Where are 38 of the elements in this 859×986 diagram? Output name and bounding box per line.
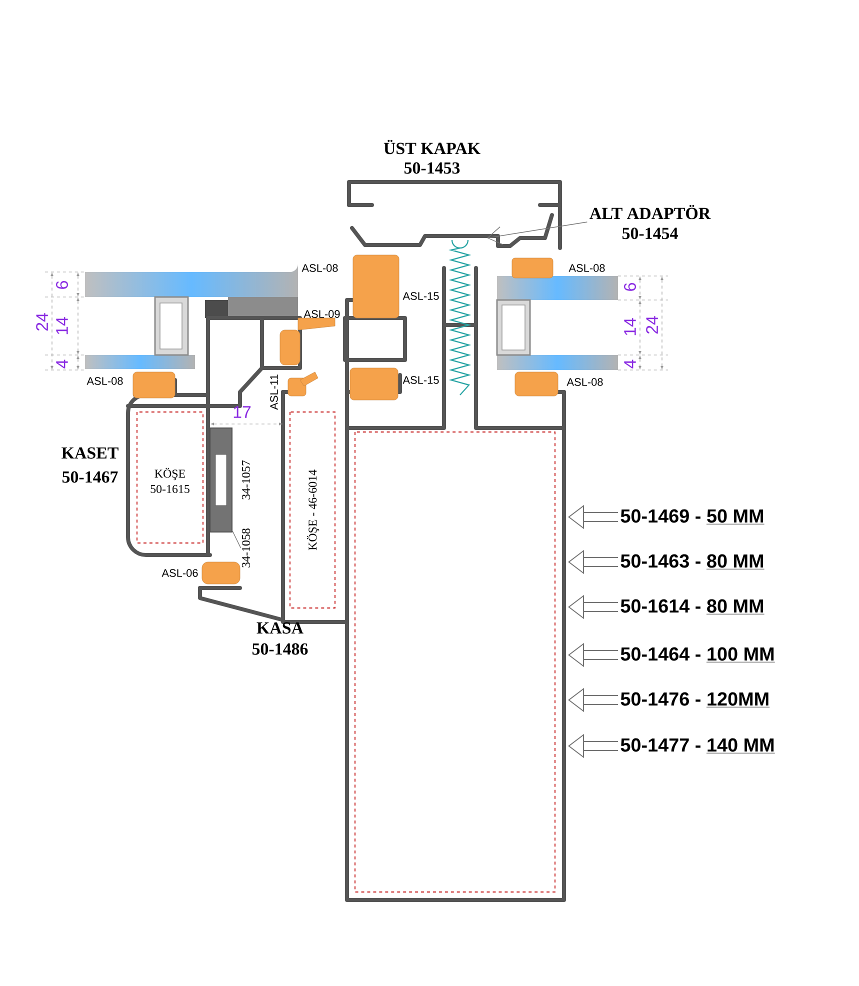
part-label: 50-1467: [62, 471, 118, 483]
dimension-value: 6: [56, 281, 68, 289]
gasket-label: ASL-11: [270, 374, 278, 410]
gasket-label: ASL-08: [302, 264, 338, 272]
dimension-value: 24: [36, 313, 48, 331]
part-label: 50-1615: [150, 484, 190, 494]
size-label: 50-1464 - 100 MM: [620, 647, 776, 662]
part-label: 50-1453: [404, 162, 460, 174]
part-label: KÖŞE: [154, 468, 185, 480]
gasket-label: ASL-08: [568, 264, 605, 272]
part-label: KÖŞE - 46-6014: [306, 470, 320, 550]
part-label: KASET: [62, 447, 118, 459]
gasket-label: ASL-15: [402, 376, 439, 384]
dimension-value: 6: [624, 283, 636, 291]
callout-label: ALT ADAPTÖR 50-1454: [590, 204, 711, 240]
size-label: 50-1476 - 120MM: [620, 692, 770, 708]
part-label: ÜST KAPAK: [384, 140, 480, 154]
size-label: 50-1463 - 80 MM: [620, 554, 765, 570]
gasket-label: ASL-08: [566, 378, 603, 386]
leader-line: [487, 222, 588, 245]
part-label: KASA: [256, 622, 304, 634]
dimension-value: 14: [56, 317, 68, 334]
size-label: 50-1477 - 140 MM: [620, 738, 776, 754]
part-label: 50-1486: [252, 643, 308, 655]
size-label: 50-1614 - 80 MM: [620, 599, 765, 614]
dimension-value: 24: [646, 316, 658, 334]
dimension-value: 14: [624, 318, 636, 336]
dimension-value: 17: [234, 406, 251, 418]
gasket-label: ASL-15: [402, 292, 439, 300]
size-label: 50-1469 - 50 MM: [620, 509, 765, 524]
gasket-label: ASL-09: [304, 310, 340, 318]
gasket-label: ASL-06: [162, 569, 198, 577]
dimension-value: 4: [624, 360, 636, 368]
gasket-label: ASL-08: [86, 377, 123, 385]
part-label: 34-1058: [242, 528, 250, 568]
dimension-value: 4: [56, 360, 68, 368]
part-label: 34-1057: [242, 460, 250, 500]
leader-line: [232, 530, 242, 548]
